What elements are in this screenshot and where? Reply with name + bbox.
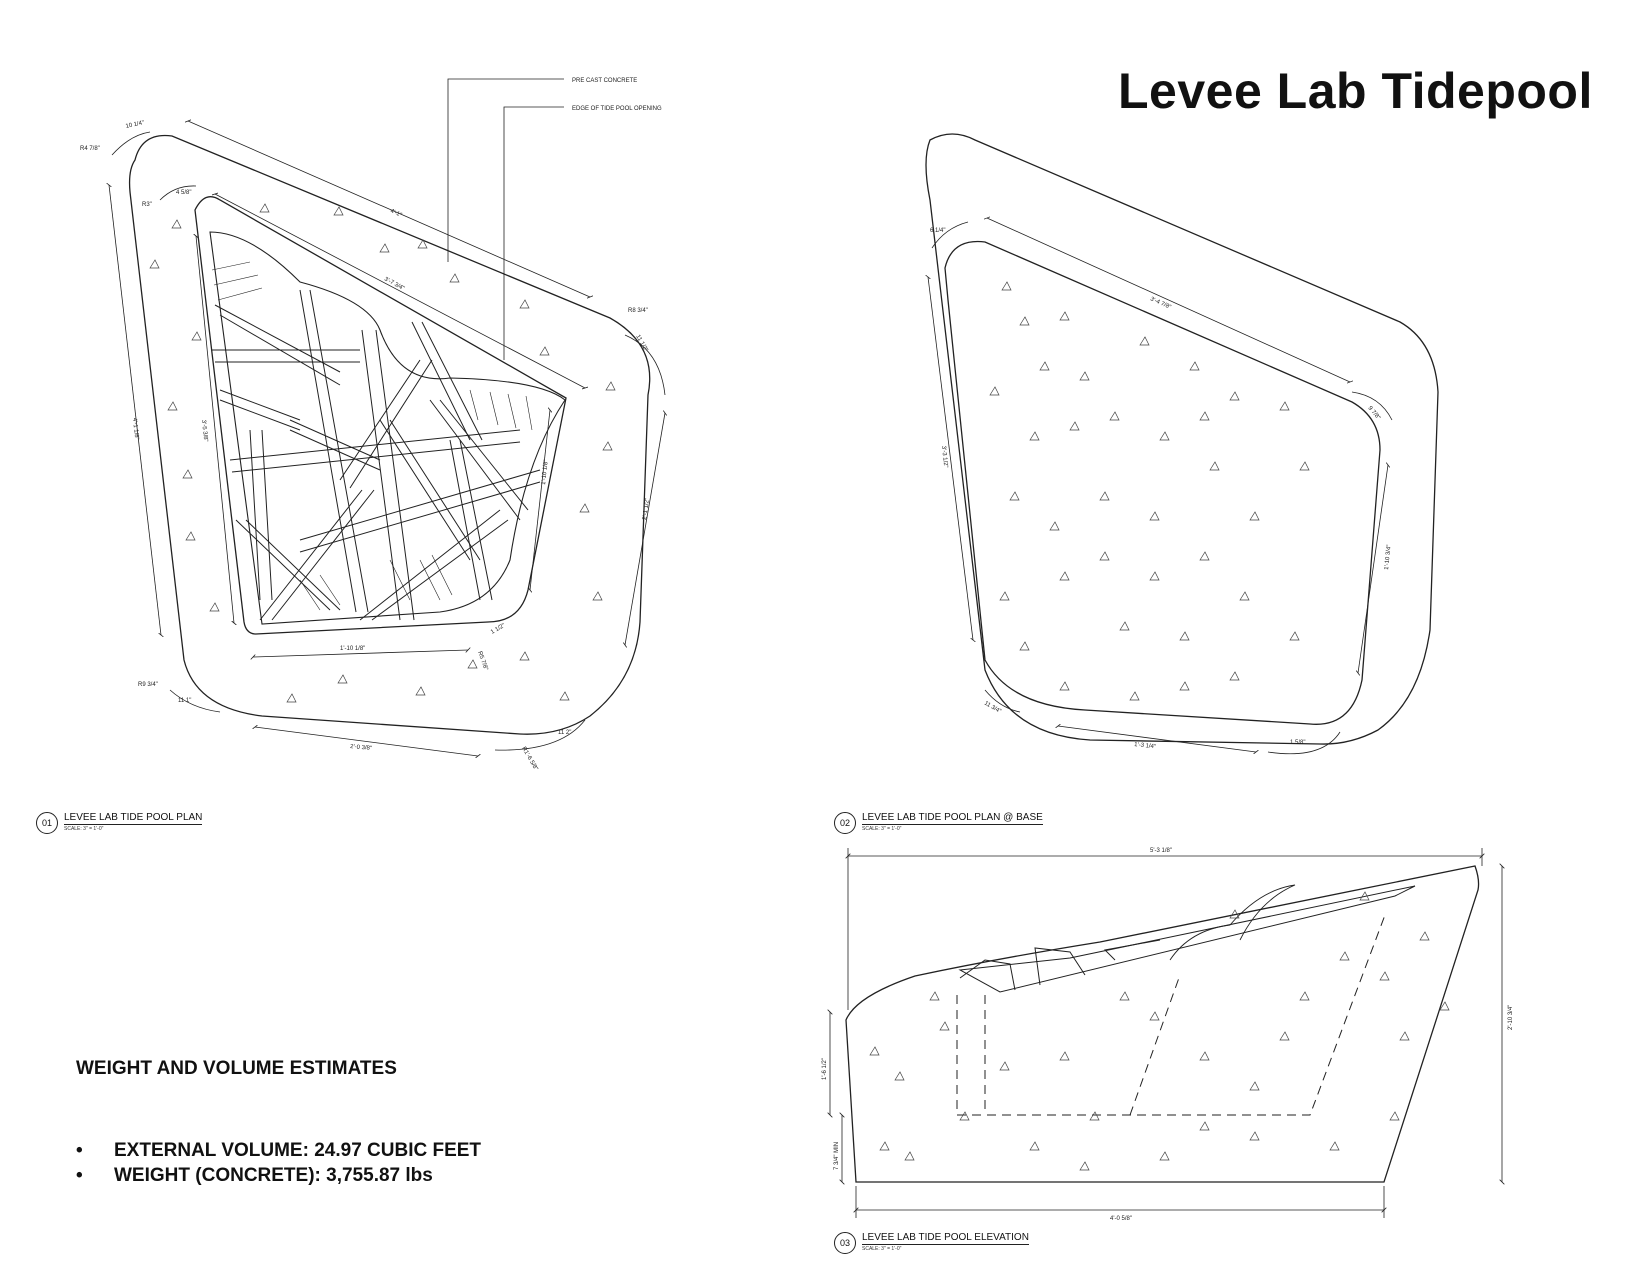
dim-label: 3'-3 1/2" [940, 446, 948, 468]
elevation-03-title: LEVEE LAB TIDE POOL ELEVATION [862, 1232, 1029, 1245]
estimates-heading: WEIGHT AND VOLUME ESTIMATES [76, 1058, 397, 1079]
dim-label: 10 1/4" [125, 120, 145, 130]
dim-label: 3'-5 3/8" [200, 420, 208, 442]
plan-02-dim-labels: 6 1/4" 3'-4 7/8" 9 7/8" 3'-3 1/2" 1'-10 … [930, 228, 1393, 750]
dim-label: R9 3/4" [138, 682, 158, 688]
dim-label: R5 7/8" [476, 651, 488, 672]
dim-label: R1'-6 5/8" [520, 746, 538, 772]
dim-label: 1'-3 1/4" [1134, 742, 1156, 750]
plan-01-leaf-opening [209, 231, 566, 625]
dim-label: 1 1/2" [490, 623, 506, 636]
plan-02-outer-edge [925, 133, 1439, 745]
dim-label: 11 1/2" [634, 334, 648, 353]
plan-02-scale: SCALE: 3" = 1'-0" [862, 826, 902, 832]
plan-01-drawing [109, 78, 665, 756]
callout-precast: PRE CAST CONCRETE [572, 78, 637, 84]
plan-01-aggregate [149, 203, 616, 703]
dim-label: 2'-10 3/4" [1508, 1005, 1514, 1030]
dim-label: 2'-0 3/8" [350, 744, 372, 752]
plan-02-number: 02 [834, 812, 856, 834]
dim-label: 4'-1" [389, 208, 402, 218]
callout-edge: EDGE OF TIDE POOL OPENING [572, 106, 662, 112]
dim-label: R4 7/8" [80, 146, 100, 152]
estimate-weight: WEIGHT (CONCRETE): 3,755.87 lbs [114, 1165, 433, 1186]
plan-01-tag: 01 LEVEE LAB TIDE POOL PLAN SCALE: 3" = … [36, 812, 203, 834]
elevation-03-opening [958, 885, 1416, 993]
elevation-03-dimensions [830, 848, 1502, 1218]
dim-label: 6 1/4" [930, 228, 945, 234]
dim-label: 4'-0 5/8" [1110, 1216, 1132, 1222]
plan-02-inner-edge [944, 240, 1381, 725]
plan-01-branches [212, 289, 541, 621]
dim-label: 4 5/8" [176, 190, 191, 196]
elevation-03-aggregate [869, 891, 1450, 1171]
plan-01-dim-labels: PRE CAST CONCRETE EDGE OF TIDE POOL OPEN… [80, 78, 662, 772]
elevation-03-dim-labels: 5'-3 1/8" 2'-10 3/4" 1'-6 1/2" 7 3/4" MI… [822, 848, 1514, 1222]
dim-label: 1'-10 1/8" [541, 459, 550, 485]
dim-label: 11 1" [178, 698, 191, 704]
elevation-03-number: 03 [834, 1232, 856, 1254]
dim-label: 4'-1 1/8" [131, 418, 139, 440]
precast-leader [447, 78, 564, 262]
dim-label: 7 3/4" MIN [834, 1142, 840, 1170]
dim-label: 9 7/8" [1366, 405, 1381, 421]
elevation-03-tag: 03 LEVEE LAB TIDE POOL ELEVATION SCALE: … [834, 1232, 1029, 1254]
estimate-item: •EXTERNAL VOLUME: 24.97 CUBIC FEET [76, 1140, 482, 1161]
dim-label: 11 2" [558, 730, 571, 736]
dim-label: 1'-10 3/4" [1384, 544, 1393, 570]
plan-02-tag: 02 LEVEE LAB TIDE POOL PLAN @ BASE SCALE… [834, 812, 1043, 834]
plan-02-title: LEVEE LAB TIDE POOL PLAN @ BASE [862, 812, 1043, 825]
plan-01-dimensions [109, 121, 665, 756]
dim-label: 2'-1 1/2" [642, 498, 651, 521]
dim-label: 1'-6 1/2" [822, 1058, 828, 1080]
plan-01-title: LEVEE LAB TIDE POOL PLAN [64, 812, 203, 825]
elevation-03-outline [845, 865, 1480, 1183]
plan-01-outer-edge [128, 134, 651, 735]
elevation-03-scale: SCALE: 3" = 1'-0" [862, 1246, 902, 1252]
dim-label: R8 3/4" [628, 308, 648, 314]
plan-02-aggregate [989, 281, 1310, 701]
sheet-title: Levee Lab Tidepool [1118, 63, 1593, 119]
dim-label: 5'-3 1/8" [1150, 848, 1172, 854]
edge-leader [503, 106, 564, 360]
plan-02-dimensions [928, 218, 1393, 754]
dim-label: 3'-4 7/8" [1149, 296, 1172, 310]
estimates-list: •EXTERNAL VOLUME: 24.97 CUBIC FEET •WEIG… [76, 1138, 481, 1188]
plan-01-number: 01 [36, 812, 58, 834]
dim-label: 1 5/8" [1290, 740, 1305, 746]
elevation-03-drawing [830, 848, 1502, 1218]
estimate-item: •WEIGHT (CONCRETE): 3,755.87 lbs [76, 1165, 433, 1186]
plan-02-drawing [925, 133, 1439, 754]
estimate-volume: EXTERNAL VOLUME: 24.97 CUBIC FEET [114, 1140, 482, 1161]
dim-label: R3" [142, 202, 152, 208]
dim-label: 1'-10 1/8" [340, 646, 365, 652]
plan-01-scale: SCALE: 3" = 1'-0" [64, 826, 104, 832]
